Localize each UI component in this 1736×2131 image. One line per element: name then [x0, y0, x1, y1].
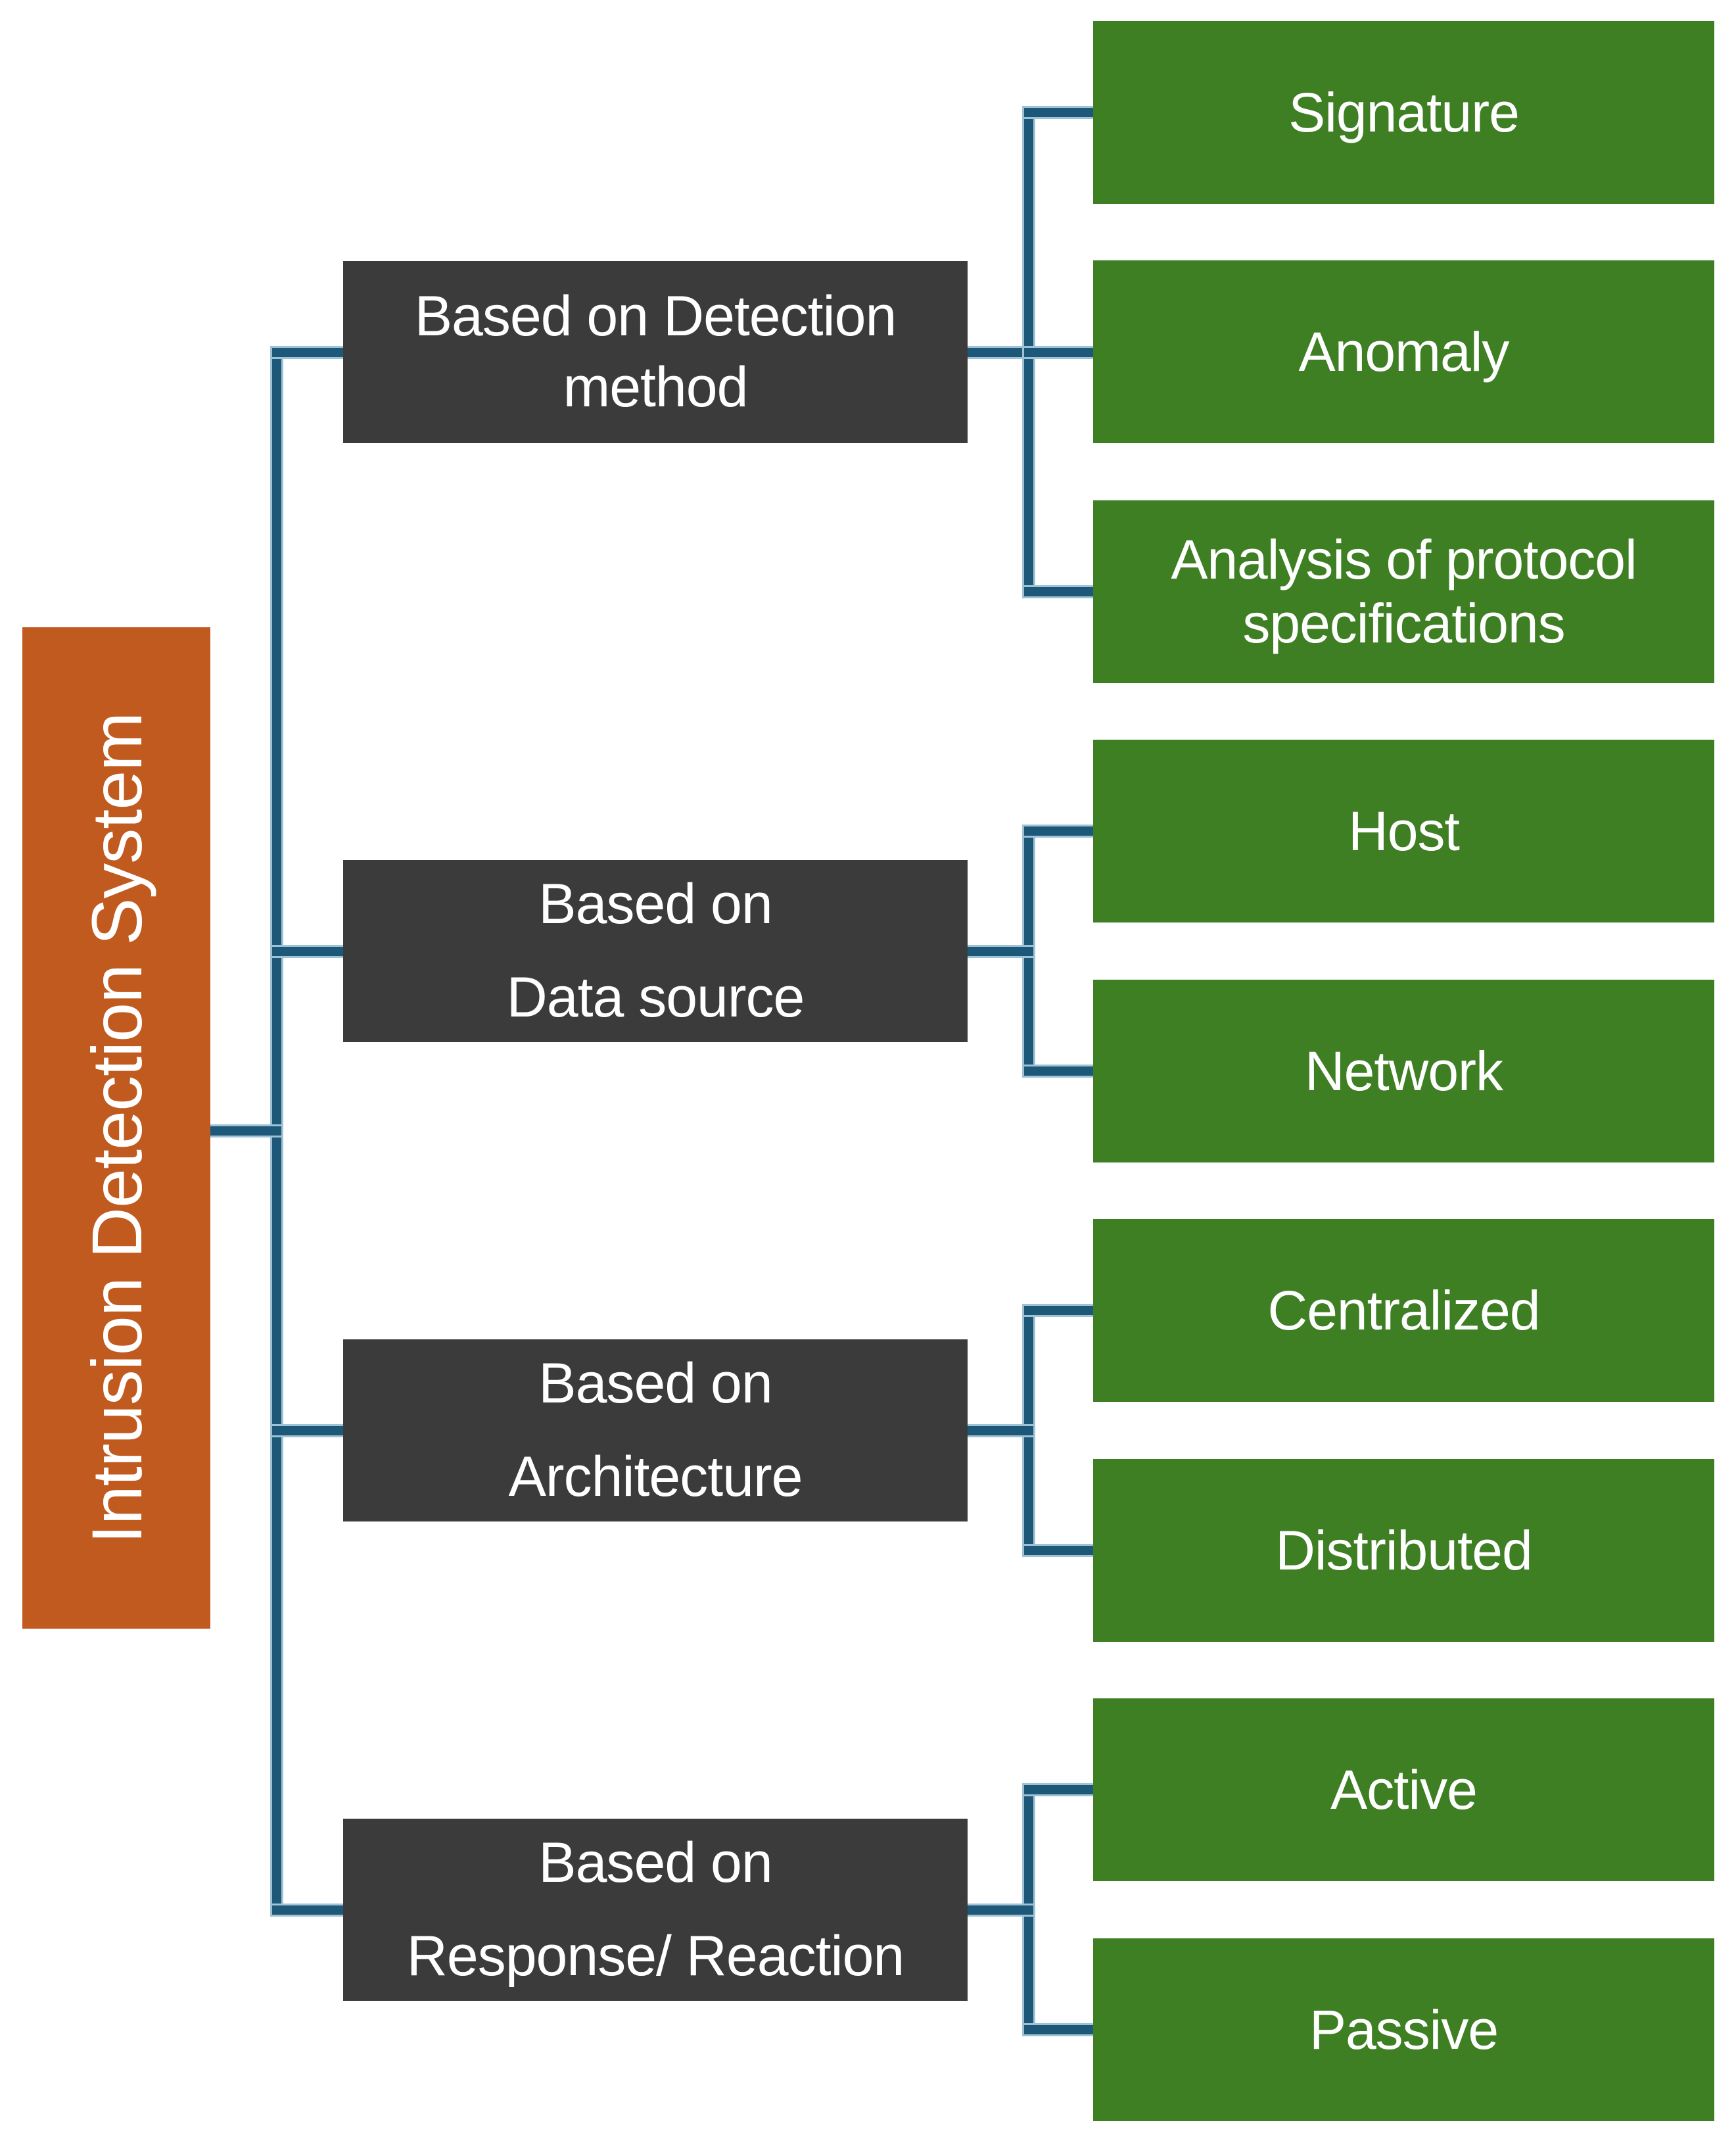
leaf-label: Distributed: [1275, 1519, 1533, 1581]
leaf-box-network: Network: [1093, 980, 1714, 1162]
leaf-label: Host: [1348, 800, 1460, 862]
connector-branch-architecture: [270, 1424, 345, 1437]
connector-stub-response: [966, 1904, 1035, 1917]
category-label-line2: method: [563, 355, 749, 419]
connector-leaf-protocol: [1022, 585, 1095, 598]
connector-branch-detection: [270, 346, 345, 359]
leaf-box-active: Active: [1093, 1698, 1714, 1881]
connector-leaf-passive: [1022, 2023, 1095, 2036]
leaf-box-centralized: Centralized: [1093, 1219, 1714, 1402]
connector-stub-detection: [966, 346, 1035, 359]
leaf-label: Analysis of protocol specifications: [1171, 529, 1637, 654]
connector-leaf-active: [1022, 1783, 1095, 1796]
category-label-line1: Based on Detection: [414, 285, 897, 348]
category-box-data-source: Based on Data source: [343, 860, 968, 1042]
leaf-label: Active: [1330, 1758, 1478, 1821]
leaf-box-distributed: Distributed: [1093, 1459, 1714, 1642]
connector-leaf-host: [1022, 825, 1095, 838]
connector-root-stub: [207, 1124, 283, 1137]
category-label-line1: Based on: [538, 873, 772, 936]
connector-stub-datasource: [966, 945, 1035, 958]
leaf-box-host: Host: [1093, 740, 1714, 922]
category-label-line1: Based on: [538, 1831, 772, 1895]
category-label-line2: Response/ Reaction: [406, 1924, 904, 1988]
leaf-label: Signature: [1288, 81, 1520, 143]
leaf-box-signature: Signature: [1093, 21, 1714, 204]
category-box-response-reaction: Based on Response/ Reaction: [343, 1819, 968, 2001]
category-box-architecture: Based on Architecture: [343, 1339, 968, 1521]
connector-stub-architecture: [966, 1424, 1035, 1437]
connector-leaf-centralized: [1022, 1304, 1095, 1317]
connector-leaf-signature: [1022, 106, 1095, 119]
category-label-line2: Data source: [506, 965, 805, 1029]
root-box: Intrusion Detection System: [22, 627, 210, 1629]
connector-leaf-distributed: [1022, 1544, 1095, 1557]
leaf-label: Anomaly: [1298, 320, 1510, 383]
leaf-label: Centralized: [1267, 1279, 1541, 1341]
connector-branch-datasource: [270, 945, 345, 958]
connector-leaf-anomaly: [1022, 346, 1095, 359]
category-box-detection-method: Based on Detection method: [343, 261, 968, 443]
category-label-line1: Based on: [538, 1352, 772, 1416]
connector-branch-response: [270, 1904, 345, 1917]
leaf-box-anomaly: Anomaly: [1093, 260, 1714, 443]
leaf-label: Network: [1304, 1040, 1503, 1102]
root-label: Intrusion Detection System: [76, 712, 156, 1544]
category-label-line2: Architecture: [508, 1445, 803, 1508]
connector-leaf-network: [1022, 1065, 1095, 1078]
leaf-box-protocol-analysis: Analysis of protocol specifications: [1093, 500, 1714, 683]
leaf-box-passive: Passive: [1093, 1938, 1714, 2121]
leaf-label: Passive: [1309, 1998, 1499, 2061]
